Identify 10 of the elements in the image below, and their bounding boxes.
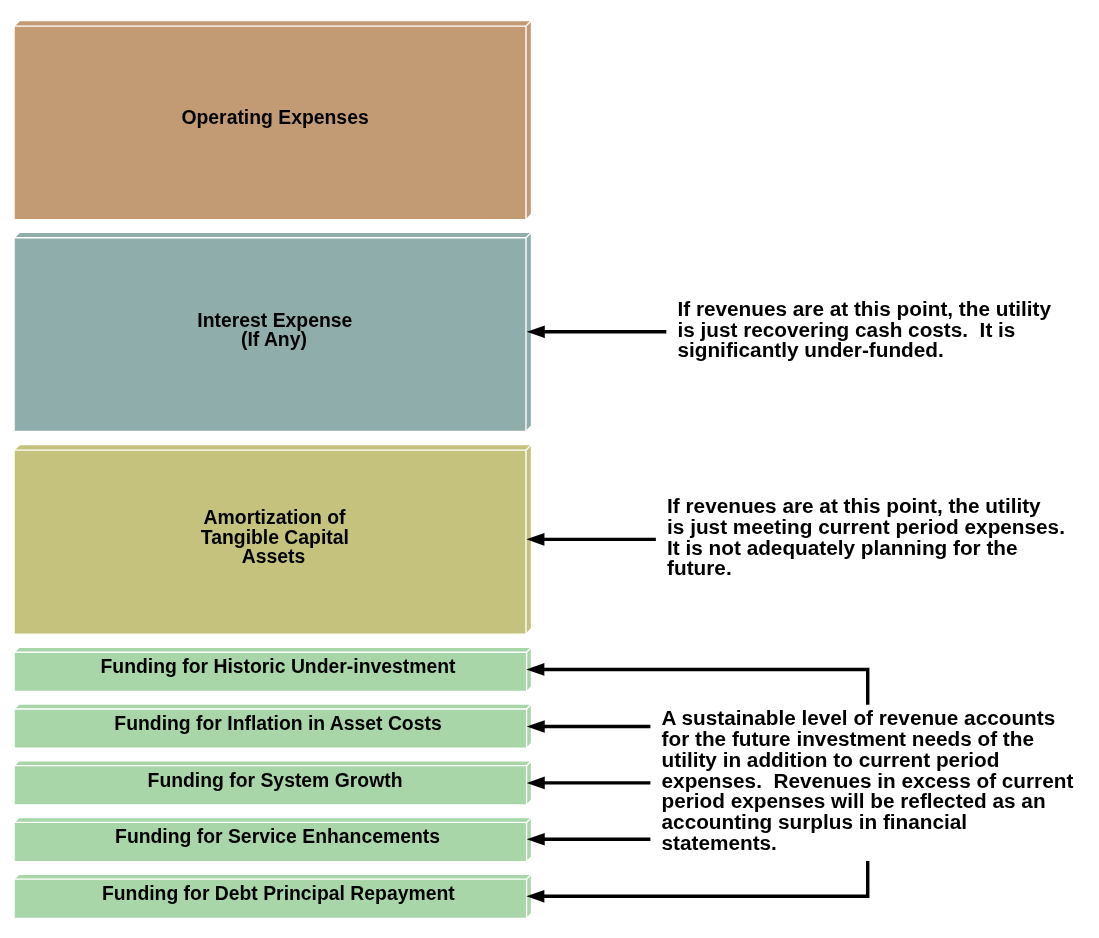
arrow (526, 832, 651, 846)
arrow (526, 532, 656, 546)
node-text: If revenues are at this point, the utility is just recovering cash costs. It is significantly under-funded. (677, 296, 1052, 361)
node-text: A sustainable level of revenue accounts for the future investment needs of the utility in addition to current period expenses. Revenues in excess of current period expenses will be reflected as an accounting surplus in financial statements. (661, 705, 1074, 854)
arrow (526, 860, 870, 903)
arrow (526, 662, 870, 705)
node-text: If revenues are at this point, the utility is just meeting current period expenses. It is not adequately planning for the future. (667, 493, 1065, 579)
arrow (526, 325, 667, 338)
arrow (526, 776, 651, 789)
arrow (526, 719, 651, 733)
